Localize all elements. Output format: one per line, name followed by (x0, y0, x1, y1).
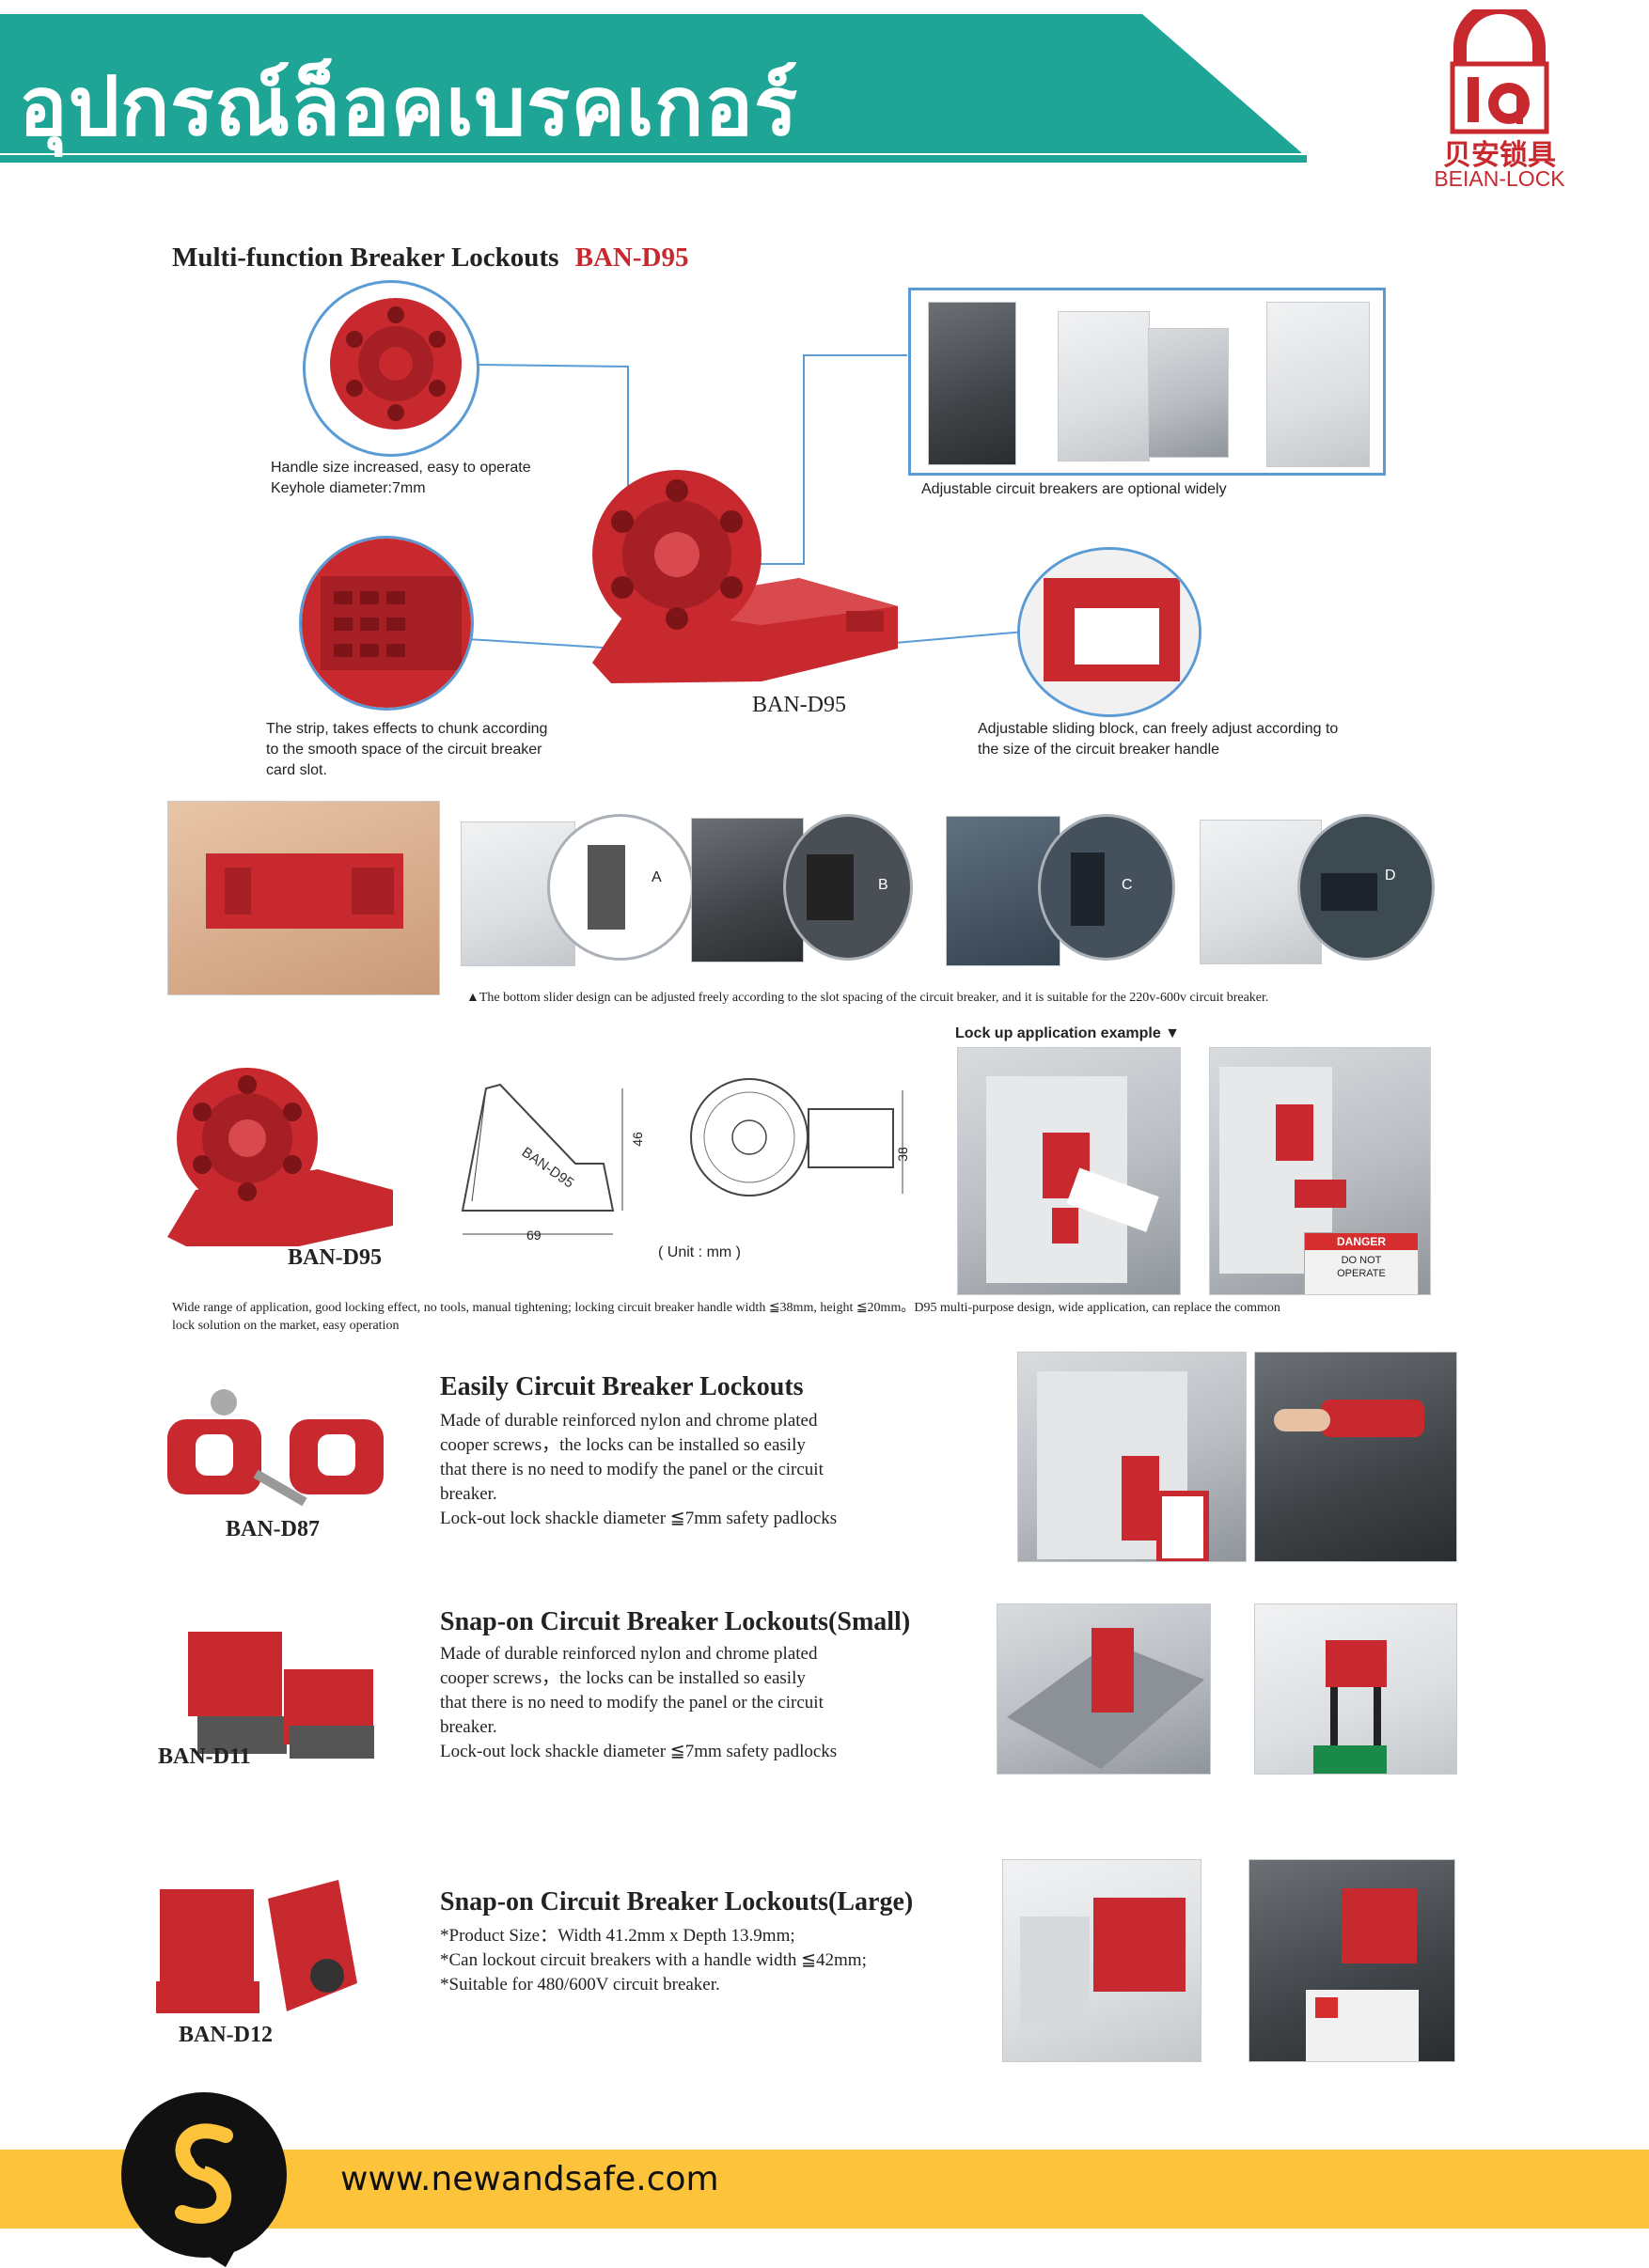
logo-chinese-text: 贝安锁具 (1443, 139, 1556, 172)
d95-center-label: BAN-D95 (752, 693, 846, 717)
breaker-photo-4 (1266, 302, 1370, 467)
d95-heading-model: BAN-D95 (574, 242, 689, 273)
lockup-example-title: Lock up application example ▼ (955, 1025, 1180, 1041)
dim-46: 46 (629, 1132, 645, 1147)
callout-connector-lines (466, 354, 1026, 649)
d95-heading-text: Multi-function Breaker Lockouts (172, 242, 559, 273)
d12-title: Snap-on Circuit Breaker Lockouts(Large) (440, 1887, 914, 1916)
dim-69: 69 (526, 1228, 542, 1243)
danger-tag-header: DANGER (1305, 1233, 1418, 1250)
d12-application-photo-2 (1249, 1859, 1455, 2062)
svg-text:BAN-D95: BAN-D95 (519, 1144, 577, 1191)
callout-strip: The strip, takes effects to chunk accord… (266, 721, 548, 778)
handle-closeup-image (303, 280, 479, 457)
callout-handle: Handle size increased, easy to operate K… (271, 460, 531, 496)
slot-label-a: A (652, 869, 662, 885)
breaker-photo-2 (1058, 311, 1150, 461)
d95-main-product-image (592, 470, 898, 683)
slot-a-image: A (461, 814, 694, 966)
d87-application-photo-2 (1254, 1352, 1457, 1562)
callout-breakers: Adjustable circuit breakers are optional… (921, 481, 1227, 497)
slider-closeup-image (1017, 547, 1201, 717)
beian-lock-logo (1450, 9, 1549, 134)
d12-description: *Product Size：Width 41.2mm x Depth 13.9m… (440, 1926, 867, 1994)
slot-c-image: C (946, 814, 1175, 966)
header-banner (0, 14, 1307, 163)
d95-product-label: BAN-D95 (288, 1245, 382, 1270)
slot-label-c: C (1122, 877, 1133, 893)
d87-product-image (167, 1389, 384, 1507)
d11-application-photo-2 (1254, 1603, 1457, 1775)
d95-product-image (167, 1068, 393, 1246)
d12-product-image (156, 1880, 357, 2013)
d95-side-dimension-drawing: BAN-D95 (461, 1083, 623, 1235)
footer-website-url[interactable]: www.newandsafe.com (340, 2160, 719, 2198)
d95-description: Wide range of application, good locking … (172, 1301, 1280, 1333)
d87-title: Easily Circuit Breaker Lockouts (440, 1372, 804, 1401)
d11-model-label: BAN-D11 (158, 1744, 251, 1769)
lockup-example-photo-2: DANGER DO NOT OPERATE (1209, 1047, 1431, 1295)
d11-title: Snap-on Circuit Breaker Lockouts(Small) (440, 1607, 911, 1636)
d11-description: Made of durable reinforced nylon and chr… (440, 1644, 838, 1761)
hand-holding-d95-image (167, 801, 440, 995)
d95-heading: Multi-function Breaker Lockouts BAN-D95 (172, 242, 688, 274)
d12-model-label: BAN-D12 (179, 2023, 273, 2047)
slot-label-d: D (1385, 868, 1396, 884)
callout-slider: Adjustable sliding block, can freely adj… (978, 721, 1339, 758)
slot-d-image: D (1200, 814, 1435, 966)
d87-application-photo-1 (1017, 1352, 1247, 1562)
slot-b-image: B (691, 814, 913, 964)
d95-front-dimension-drawing (690, 1078, 903, 1197)
d87-model-label: BAN-D87 (226, 1517, 320, 1541)
danger-tag: DANGER DO NOT OPERATE (1304, 1232, 1419, 1294)
breakers-photo-box (908, 288, 1386, 476)
slider-note: ▲The bottom slider design can be adjuste… (466, 991, 1269, 1005)
danger-tag-text: DO NOT OPERATE (1337, 1255, 1386, 1279)
unit-label: ( Unit : mm ) (658, 1244, 741, 1260)
breaker-photo-3 (1148, 328, 1229, 458)
slot-label-b: B (878, 877, 888, 893)
breaker-photo-1 (928, 302, 1016, 465)
d12-application-photo-1 (1002, 1859, 1201, 2062)
d11-application-photo-1 (997, 1603, 1211, 1775)
d87-description: Made of durable reinforced nylon and chr… (440, 1411, 838, 1528)
logo-english-text: BEIAN-LOCK (1434, 166, 1565, 191)
d11-product-image (188, 1632, 374, 1759)
lockup-example-photo-1 (957, 1047, 1181, 1295)
newandsafe-logo-icon (121, 2092, 287, 2267)
dim-38: 38 (894, 1147, 910, 1162)
strip-closeup-image (299, 536, 474, 711)
page-title: อุปกรณ์ล็อคเบรคเกอร์ (19, 60, 799, 154)
